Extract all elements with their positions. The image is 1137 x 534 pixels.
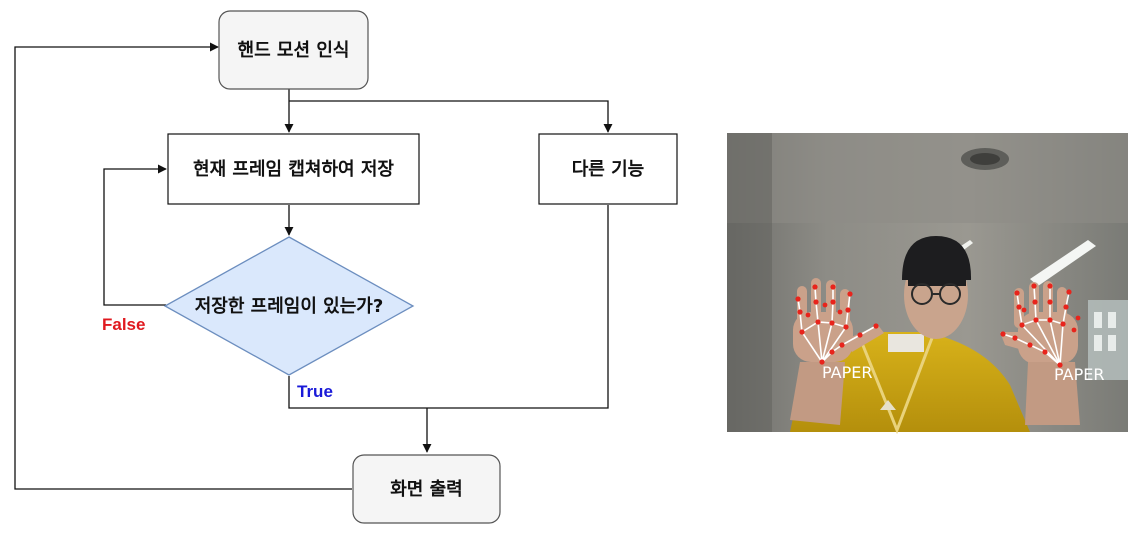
other-label: 다른 기능 [572, 159, 645, 180]
start-node [218, 10, 369, 90]
false-label: False [102, 315, 145, 334]
capture-label: 현재 프레임 캡쳐하여 저장 [193, 159, 394, 180]
decision-label: 저장한 프레임이 있는가? [195, 296, 384, 317]
output-node [352, 454, 501, 524]
capture-node [167, 133, 420, 205]
person-cap [902, 236, 972, 280]
output-label: 화면 출력 [390, 479, 463, 500]
webcam-photo: PAPER PAPER [727, 133, 1128, 435]
edge-start-to-other [289, 100, 613, 133]
other-node [538, 133, 678, 205]
right-hand-landmarks [1000, 283, 1081, 368]
person-body [790, 332, 1030, 432]
true-label: True [297, 382, 333, 401]
connectors [14, 42, 613, 490]
edge-output-loop [14, 42, 352, 490]
right-gesture-label: PAPER [1054, 365, 1104, 384]
start-label: 핸드 모션 인식 [238, 40, 350, 61]
edge-true-to-merge [288, 205, 609, 409]
left-gesture-label: PAPER [822, 363, 872, 382]
left-hand-landmarks [795, 284, 879, 365]
decision-node [163, 236, 415, 376]
edge-false-loop [103, 164, 167, 306]
